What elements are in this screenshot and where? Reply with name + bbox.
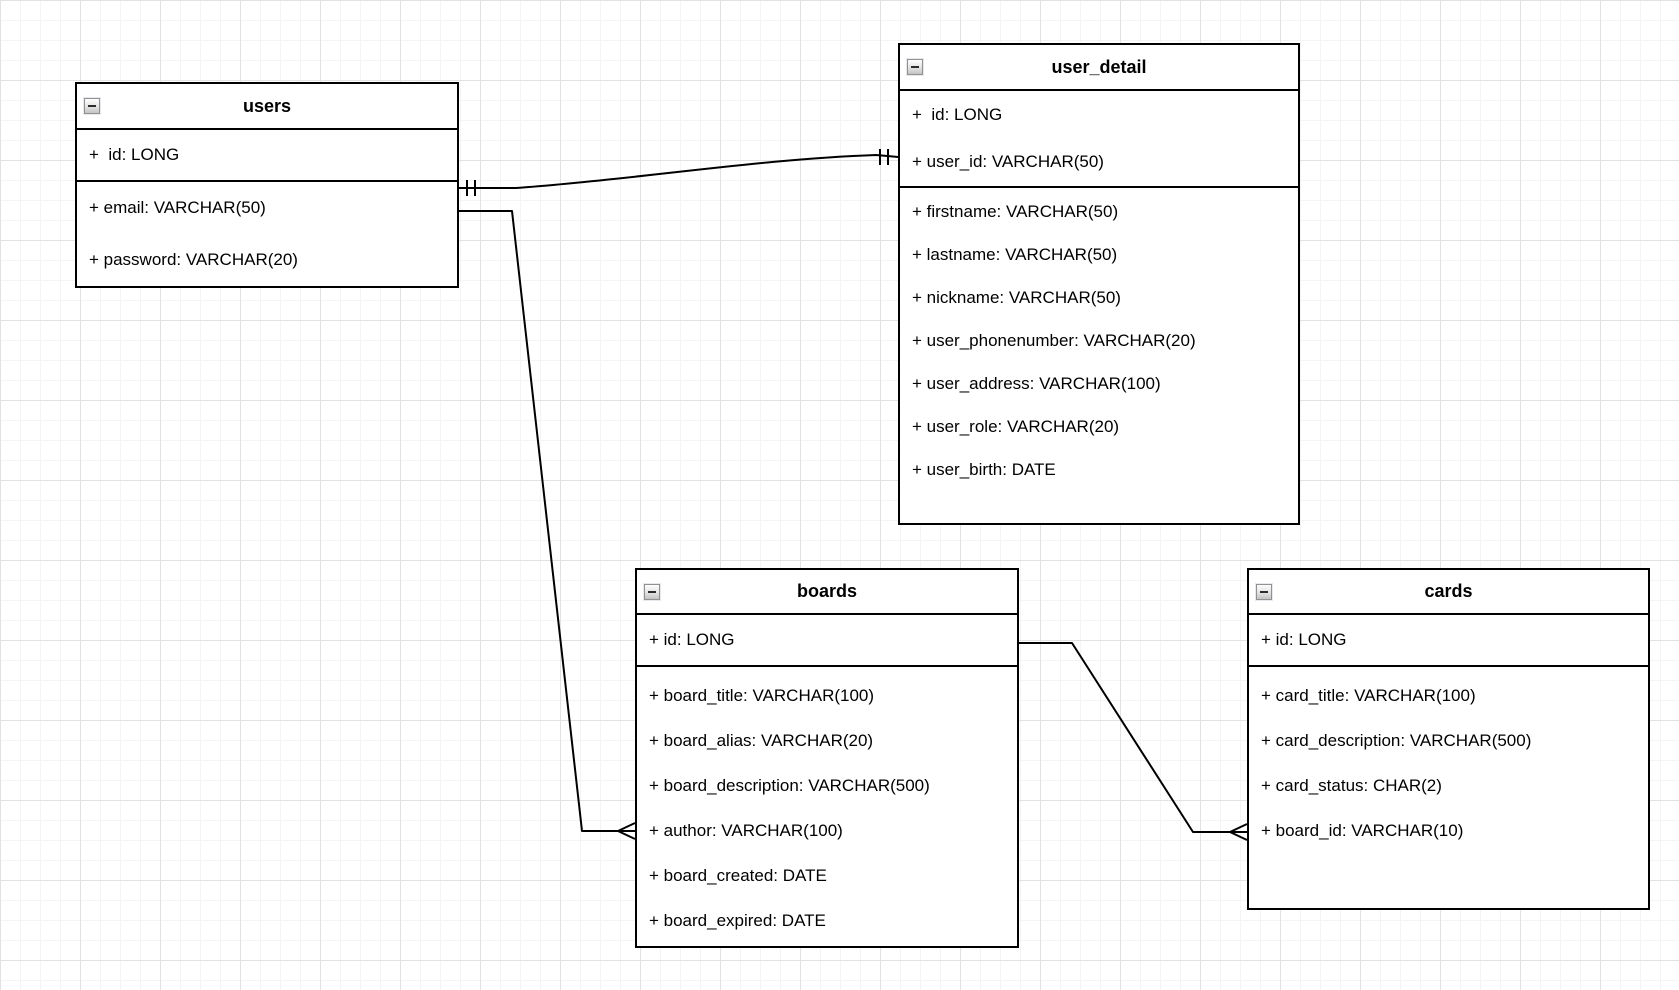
- cardinality-one-ticks-users-end-icon: [466, 180, 476, 196]
- entity-user-detail-titlebar[interactable]: user_detail: [900, 45, 1298, 91]
- attribute-row[interactable]: + card_description: VARCHAR(500): [1261, 730, 1532, 750]
- collapse-minus-icon[interactable]: [1256, 583, 1272, 600]
- attribute-row[interactable]: + user_id: VARCHAR(50): [912, 151, 1104, 171]
- entity-users-title: users: [242, 95, 292, 116]
- entity-cards-attributes-section: + card_title: VARCHAR(100) + card_descrip…: [1249, 667, 1648, 853]
- entity-user-detail-title: user_detail: [1051, 56, 1147, 77]
- attribute-row[interactable]: + id: LONG: [912, 104, 1003, 124]
- attribute-row[interactable]: + id: LONG: [1261, 630, 1347, 649]
- entity-boards-attributes-section: + board_title: VARCHAR(100) + board_alias…: [637, 667, 1017, 943]
- entity-cards-titlebar[interactable]: cards: [1249, 570, 1648, 615]
- crow-foot-many-cards-end-icon: [1229, 823, 1248, 841]
- entity-users-titlebar[interactable]: users: [77, 84, 457, 130]
- entity-users-attributes-section: + email: VARCHAR(50) + password: VARCHAR(…: [77, 182, 457, 286]
- crow-foot-many-boards-end-icon: [617, 822, 636, 840]
- attribute-row[interactable]: + user_address: VARCHAR(100): [912, 373, 1161, 393]
- attribute-row[interactable]: + id: LONG: [649, 630, 735, 649]
- collapse-minus-icon[interactable]: [907, 59, 923, 75]
- entity-cards-key-section: + id: LONG: [1249, 615, 1648, 667]
- attribute-row[interactable]: + email: VARCHAR(50): [89, 198, 266, 217]
- entity-cards[interactable]: cards + id: LONG + card_title: VARCHAR(1…: [1247, 568, 1650, 910]
- attribute-row[interactable]: + user_role: VARCHAR(20): [912, 416, 1120, 436]
- attribute-row[interactable]: + board_title: VARCHAR(100): [649, 685, 875, 705]
- attribute-row[interactable]: + password: VARCHAR(20): [89, 250, 298, 269]
- entity-boards[interactable]: boards + id: LONG + board_title: VARCHAR…: [635, 568, 1019, 948]
- attribute-row[interactable]: + card_status: CHAR(2): [1261, 775, 1442, 795]
- attribute-row[interactable]: + user_birth: DATE: [912, 459, 1056, 479]
- attribute-row[interactable]: + author: VARCHAR(100): [649, 820, 843, 840]
- entity-boards-titlebar[interactable]: boards: [637, 570, 1017, 615]
- relationship-line-boards-cards[interactable]: [1019, 642, 1230, 833]
- entity-cards-title: cards: [1424, 581, 1473, 601]
- attribute-row[interactable]: + board_id: VARCHAR(10): [1261, 820, 1464, 840]
- attribute-row[interactable]: + board_description: VARCHAR(500): [649, 775, 930, 795]
- entity-user-detail[interactable]: user_detail + id: LONG + user_id: VARCHAR…: [898, 43, 1300, 525]
- entity-boards-title: boards: [796, 581, 857, 601]
- collapse-minus-icon[interactable]: [84, 98, 100, 114]
- collapse-minus-icon[interactable]: [644, 583, 660, 600]
- relationship-line-users-boards[interactable]: [459, 210, 618, 832]
- entity-users[interactable]: users + id: LONG + email: VARCHAR(50) + p…: [75, 82, 459, 288]
- attribute-row[interactable]: + id: LONG: [89, 145, 180, 164]
- relationship-line-users-user-detail[interactable]: [459, 154, 899, 189]
- attribute-row[interactable]: + board_alias: VARCHAR(20): [649, 730, 874, 750]
- attribute-row[interactable]: + nickname: VARCHAR(50): [912, 287, 1121, 307]
- attribute-row[interactable]: + card_title: VARCHAR(100): [1261, 685, 1476, 705]
- entity-user-detail-attributes-section: + firstname: VARCHAR(50) + lastname: VARC…: [900, 188, 1298, 491]
- entity-boards-key-section: + id: LONG: [637, 615, 1017, 667]
- entity-users-key-section: + id: LONG: [77, 130, 457, 182]
- attribute-row[interactable]: + board_expired: DATE: [649, 910, 826, 930]
- attribute-row[interactable]: + firstname: VARCHAR(50): [912, 201, 1119, 221]
- attribute-row[interactable]: + board_created: DATE: [649, 865, 827, 885]
- cardinality-one-ticks-user-detail-end-icon: [879, 149, 889, 165]
- entity-user-detail-key-section: + id: LONG + user_id: VARCHAR(50): [900, 91, 1298, 188]
- attribute-row[interactable]: + user_phonenumber: VARCHAR(20): [912, 330, 1196, 350]
- attribute-row[interactable]: + lastname: VARCHAR(50): [912, 244, 1118, 264]
